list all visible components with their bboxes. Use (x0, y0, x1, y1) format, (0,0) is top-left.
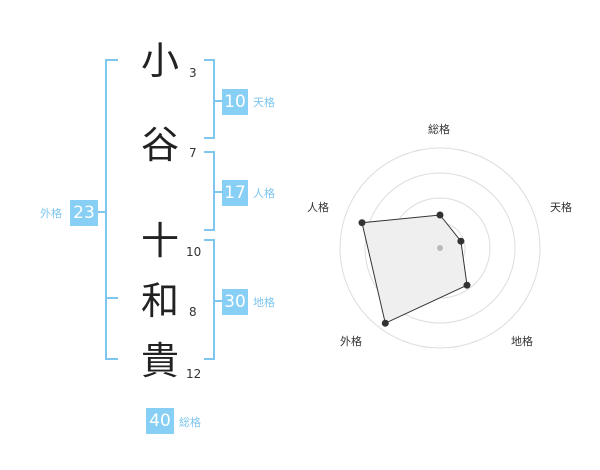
stroke-count-1: 3 (189, 66, 197, 80)
name-char-2: 谷 (140, 123, 179, 167)
radar-axis-label-2: 地格 (511, 335, 533, 348)
radar-rings (339, 147, 541, 349)
tenkaku-value: 10 (222, 89, 248, 115)
tenkaku-bracket (204, 59, 215, 139)
radar-point-4 (358, 219, 366, 227)
soukaku-label: 総格 (179, 416, 201, 429)
radar-axis-label-0: 総格 (428, 123, 450, 136)
stroke-count-3: 10 (186, 245, 202, 259)
chikaku-bracket (204, 239, 215, 360)
radar-center-dot (437, 245, 443, 251)
chikaku-label: 地格 (253, 296, 275, 309)
soukaku-value: 40 (146, 408, 174, 434)
radar-series-polygon (361, 214, 468, 324)
stroke-count-4: 8 (189, 305, 197, 319)
radar-axis-label-4: 人格 (307, 201, 329, 214)
gaikaku-label: 外格 (40, 207, 62, 220)
radar-point-2 (463, 281, 471, 289)
radar-point-3 (381, 319, 389, 327)
chikaku-value: 30 (222, 289, 248, 315)
stroke-count-5: 12 (186, 367, 202, 381)
radar-points (358, 211, 471, 327)
name-char-5: 貴 (140, 339, 179, 383)
radar-point-0 (436, 211, 444, 219)
name-char-3: 十 (140, 219, 179, 263)
radar-axis-label-3: 外格 (340, 335, 362, 348)
tenkaku-label: 天格 (253, 96, 275, 109)
outer-bracket (105, 59, 118, 360)
name-char-4: 和 (140, 279, 179, 323)
name-char-1: 小 (140, 39, 179, 83)
jinkaku-value: 17 (222, 180, 248, 206)
stroke-count-2: 7 (189, 146, 197, 160)
radar-ring-3 (364, 172, 516, 324)
radar-axis-label-1: 天格 (550, 201, 572, 214)
radar-ring-4 (339, 147, 541, 349)
radar-point-1 (457, 237, 465, 245)
gaikaku-value: 23 (70, 200, 98, 226)
jinkaku-label: 人格 (253, 187, 275, 200)
